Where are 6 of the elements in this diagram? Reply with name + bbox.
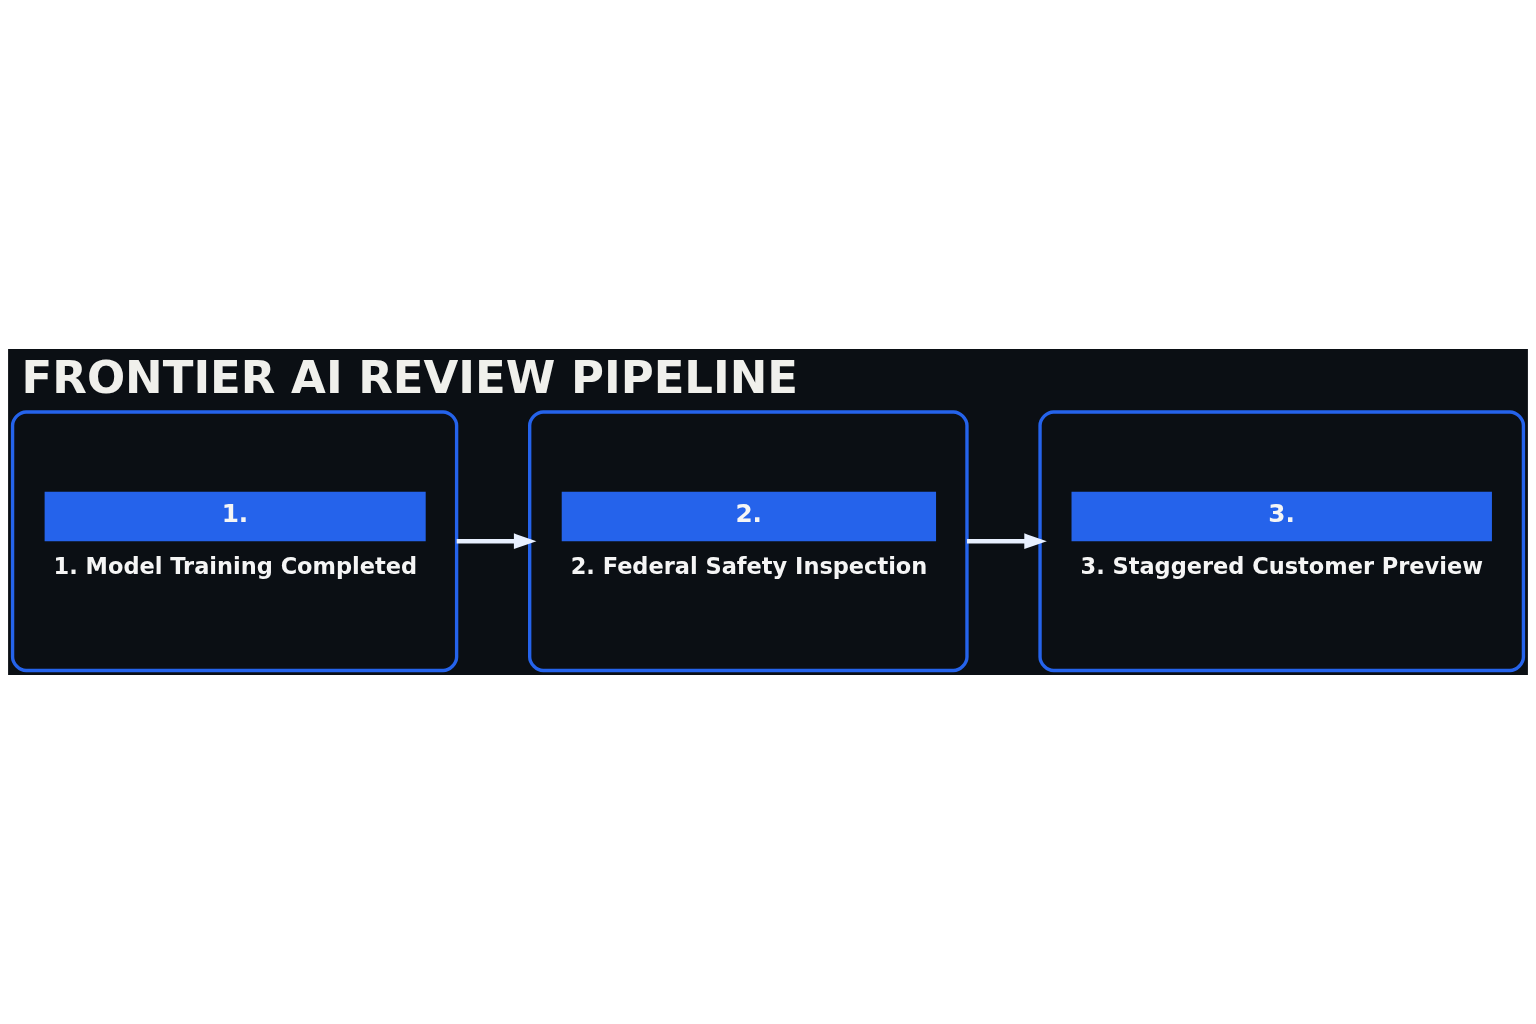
node-box: 3. 3. Staggered Customer Preview	[1038, 410, 1526, 673]
arrow	[456, 533, 537, 550]
node-box: 1. 1. Model Training Completed	[10, 410, 459, 673]
arrow	[967, 533, 1047, 550]
node-box: 2. 2. Federal Safety Inspection	[528, 410, 969, 673]
diagram-title: FRONTIER AI REVIEW PIPELINE	[21, 350, 799, 404]
